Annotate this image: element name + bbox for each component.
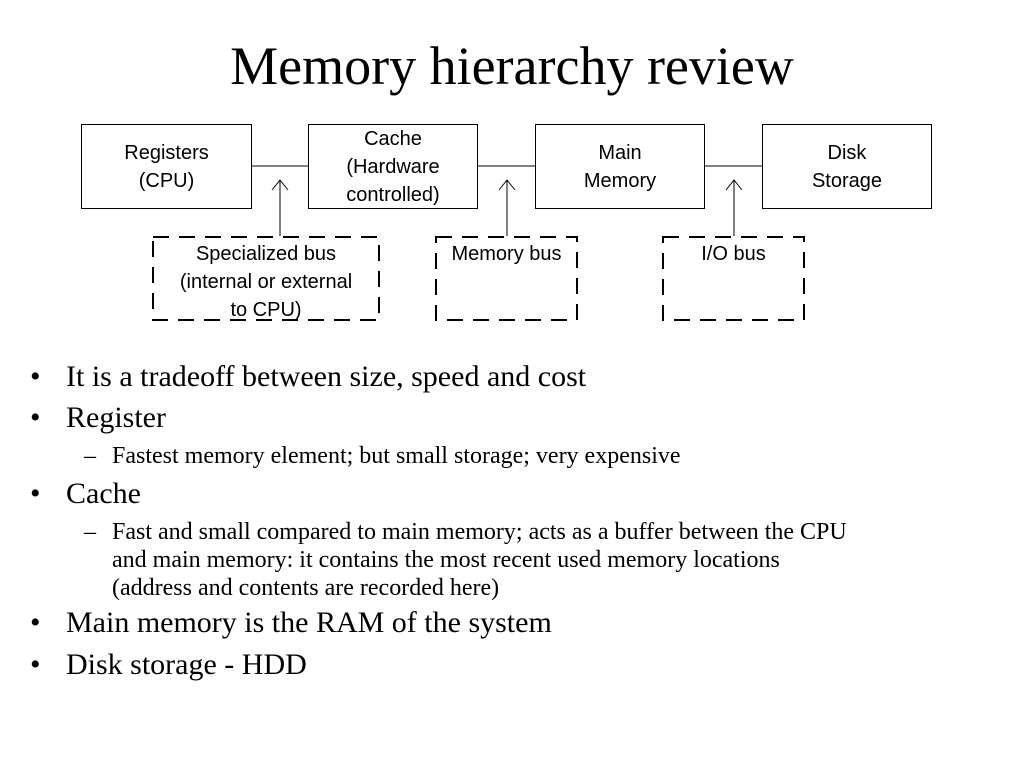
bullet-text: Main memory is the RAM of the system: [66, 606, 552, 639]
io-bus-box: [662, 236, 805, 321]
specialized-bus-box: [152, 236, 380, 321]
bullet-marker: •: [30, 360, 41, 393]
sub-bullet-text: Fastest memory element; but small storag…: [112, 443, 681, 469]
specialized-bus-text: Specialized bus (internal or external to…: [153, 240, 379, 324]
memory-bus-label: Memory bus: [451, 243, 562, 265]
memory-bus-box: [435, 236, 578, 321]
dash-marker: –: [84, 519, 96, 545]
arrow-specialized-bus: [271, 179, 289, 236]
memory-hierarchy-diagram: Registers (CPU) Cache (Hardware controll…: [0, 0, 1024, 340]
arrow-io-bus: [725, 179, 743, 236]
arrow-memory-bus: [498, 179, 516, 236]
bullet-marker: •: [30, 401, 41, 434]
bullet-marker: •: [30, 477, 41, 510]
io-bus-text: I/O bus: [663, 240, 804, 268]
cache-box: Cache (Hardware controlled): [308, 124, 478, 209]
disk-storage-label: Disk Storage: [811, 141, 883, 192]
sub-bullet-text: Fast and small compared to main memory; …: [112, 519, 847, 601]
main-memory-label: Main Memory: [583, 141, 657, 192]
bullet-text: Disk storage - HDD: [66, 648, 307, 681]
io-bus-label: I/O bus: [701, 243, 766, 265]
bullet-marker: •: [30, 606, 41, 639]
disk-storage-box: Disk Storage: [762, 124, 932, 209]
bullet-text: Cache: [66, 477, 141, 510]
memory-bus-text: Memory bus: [436, 240, 577, 268]
bullet-text: It is a tradeoff between size, speed and…: [66, 360, 587, 393]
cache-label: Cache (Hardware controlled): [346, 127, 440, 206]
bullet-marker: •: [30, 648, 41, 681]
registers-label: Registers (CPU): [124, 141, 209, 192]
dash-marker: –: [84, 443, 96, 469]
slide-title: Memory hierarchy review: [230, 36, 794, 96]
registers-box: Registers (CPU): [81, 124, 252, 209]
main-memory-box: Main Memory: [535, 124, 705, 209]
specialized-bus-label: Specialized bus (internal or external to…: [179, 243, 353, 321]
bullet-text: Register: [66, 401, 166, 434]
diagram-connectors: [152, 165, 805, 321]
